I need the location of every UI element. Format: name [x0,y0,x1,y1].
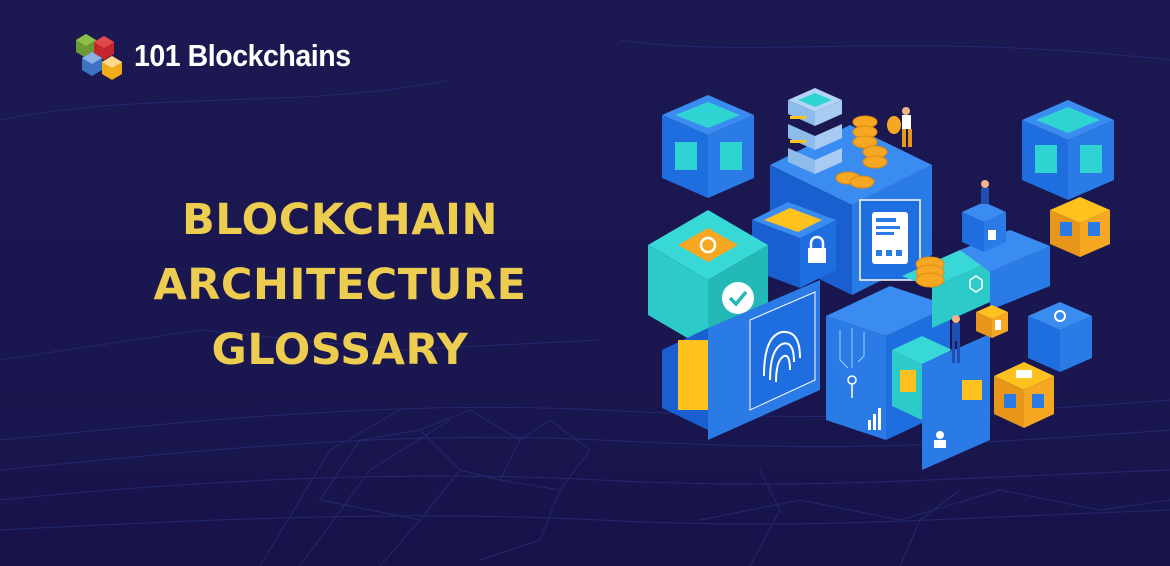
shield-key-icon [969,275,983,293]
qr-code-icon [962,380,982,400]
padlock-icon [988,230,996,240]
magnifier-icon [1054,310,1066,322]
fingerprint-cube [662,280,820,440]
brand-name: 101 Blockchains [134,38,351,73]
coin-stack-icon [835,115,888,189]
user-cube [892,334,990,470]
image-icon [1016,370,1032,378]
page-title: BLOCKCHAIN ARCHITECTURE GLOSSARY [150,188,530,383]
title-line-2: ARCHITECTURE [153,260,527,310]
blue-cube-top-left [662,95,754,198]
user-icon [936,431,944,439]
refresh-icon [699,236,717,254]
title-line-1: BLOCKCHAIN [182,195,498,245]
fingerprint-icon [763,330,801,383]
small-orange-document-cube [976,305,1008,338]
verified-badge-icon [722,282,754,314]
stacked-cubes-logo-icon [76,34,122,80]
server-stack-icon [788,88,842,174]
magnifier-cube [1028,302,1092,372]
padlock-icon [808,248,826,263]
bar-chart-icon [868,408,881,430]
person-holding-coin [887,107,912,147]
person-pushing-cube [952,315,960,363]
coin-stack-small [915,256,945,288]
image-cube [994,362,1054,428]
brand-logo[interactable]: 101 Blockchains [72,28,369,84]
title-line-3: GLOSSARY [211,325,469,375]
blockchain-cubes-illustration [648,88,1114,470]
person-sitting [962,180,1006,252]
blue-cube-top-right [1022,100,1114,200]
orange-cube-right [1050,197,1110,257]
document-icon [995,320,1001,330]
